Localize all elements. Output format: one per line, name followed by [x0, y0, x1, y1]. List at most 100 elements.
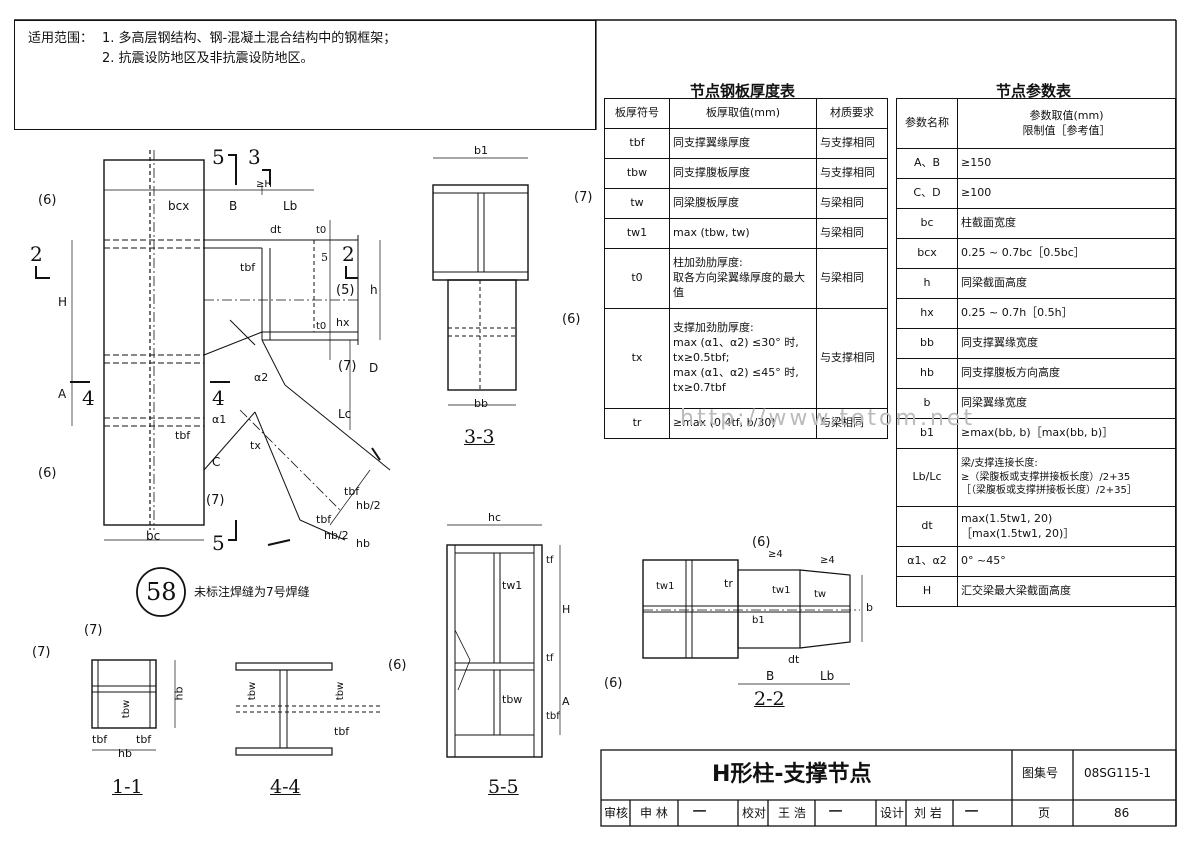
dim-label: Lc — [338, 407, 352, 421]
section-number: 4 — [82, 386, 95, 410]
weld-note: 未标注焊缝为7号焊缝 — [194, 585, 310, 599]
dim-label: α1 — [212, 413, 227, 426]
dim-label: tbf — [344, 485, 360, 498]
atlas-label: 图集号 — [1022, 766, 1059, 780]
plate-cell: 与支撑相同 — [816, 128, 888, 159]
weld-symbol-5: (5) — [336, 283, 355, 298]
param-cell: ≥100 — [957, 178, 1176, 209]
plate-cell: 与梁相同 — [816, 408, 888, 439]
weld-number: 7 — [579, 190, 588, 205]
plate-cell: tbf — [604, 128, 670, 159]
weld-symbol-7: (7) — [32, 645, 51, 660]
dim-label: b1 — [752, 615, 765, 626]
section-number: 3 — [248, 145, 261, 169]
weld-number: 6 — [393, 658, 402, 673]
section-5-5-drawing — [446, 524, 561, 758]
dim-label: tbw — [247, 681, 259, 701]
param-table: 参数名称 参数取值(mm) 限制值［参考值］ A、B≥150 C、D≥100 b… — [896, 98, 1176, 607]
dim-label: hb/2 — [324, 529, 349, 542]
dim-label: dt — [270, 223, 282, 236]
weld-number: 6 — [43, 466, 52, 481]
plate-cell: 支撑加劲肋厚度: max (α1、α2) ≤30° 时, tx≥0.5tbf; … — [669, 308, 817, 409]
section-2-2-label: 2-2 — [754, 688, 785, 710]
review-label: 审核 — [604, 806, 629, 820]
dim-label: tbf — [316, 513, 332, 526]
dim-label: b1 — [474, 144, 488, 157]
section-number: 4 — [212, 386, 225, 410]
dim-label: Lb — [283, 199, 298, 213]
weld-number: 7 — [211, 493, 220, 508]
param-cell: α1、α2 — [896, 546, 958, 577]
dim-label: hc — [488, 511, 502, 524]
drawing-title: H形柱-支撑节点 — [712, 762, 872, 787]
page-number: 86 — [1114, 806, 1130, 820]
detail-circle — [136, 567, 186, 617]
plate-cell: t0 — [604, 248, 670, 309]
dim-label: b — [866, 601, 873, 614]
dim-label: B — [766, 669, 775, 683]
plate-table-title: 节点钢板厚度表 — [690, 82, 796, 100]
section-number: 2 — [30, 242, 43, 266]
dim-label: ≥4 — [820, 555, 835, 566]
param-cell: 同支撑翼缘宽度 — [957, 328, 1176, 359]
param-cell: 汇交梁最大梁截面高度 — [957, 576, 1176, 607]
dim-label: C — [212, 455, 221, 469]
plate-header-material: 材质要求 — [816, 98, 888, 129]
weld-symbol-6: (6) — [752, 535, 771, 550]
designer-name: 刘 岩 — [914, 806, 942, 820]
section-1-1-label: 1-1 — [112, 776, 143, 798]
section-number: 2 — [342, 242, 355, 266]
watermark: http://www.totom.net — [680, 406, 976, 431]
section-4-4-label: 4-4 — [270, 776, 301, 798]
param-cell: dt — [896, 506, 958, 547]
design-label: 设计 — [880, 806, 905, 820]
reviewer-signature: ー — [690, 802, 707, 821]
param-cell: 柱截面宽度 — [957, 208, 1176, 239]
dim-label: t0 — [316, 225, 327, 236]
dim-label: tf — [546, 555, 554, 566]
param-cell: 同梁截面高度 — [957, 268, 1176, 299]
weld-number: 6 — [757, 535, 766, 550]
weld-symbol-7: (7) — [338, 359, 357, 374]
dim-label: tf — [546, 653, 554, 664]
dim-label: hb — [356, 537, 370, 550]
dim-label: tw1 — [656, 581, 675, 592]
param-cell: 同支撑腹板方向高度 — [957, 358, 1176, 389]
param-header-value: 参数取值(mm) 限制值［参考值］ — [957, 98, 1176, 149]
section-number: 5 — [212, 531, 225, 555]
dim-label: tbw — [335, 681, 347, 701]
weld-number: 6 — [43, 193, 52, 208]
dim-label: bcx — [168, 199, 190, 213]
plate-cell: 柱加劲肋厚度: 取各方向梁翼缘厚度的最大值 — [669, 248, 817, 309]
dim-label: Lb — [820, 669, 835, 683]
weld-symbol-6: (6) — [38, 466, 57, 481]
dim-label: tbf — [240, 261, 256, 274]
section-4-4-drawing — [235, 662, 380, 756]
weld-number: 5 — [341, 283, 350, 298]
param-cell: Lb/Lc — [896, 448, 958, 507]
dim-label: tw1 — [502, 579, 523, 592]
checker-name: 王 浩 — [778, 806, 806, 820]
dim-label: bb — [474, 397, 488, 410]
dim-label: ≥H — [256, 179, 272, 190]
dim-label: tr — [724, 577, 733, 590]
weld-symbol-6: (6) — [388, 658, 407, 673]
section-1-1-drawing — [91, 659, 176, 751]
checker-signature: ー — [826, 802, 843, 821]
weld-symbol-6: (6) — [38, 193, 57, 208]
weld-number: 6 — [567, 312, 576, 327]
dim-label: hb — [172, 686, 186, 701]
title-block-lines — [600, 749, 1177, 827]
detail-number: 58 — [146, 578, 177, 606]
param-cell: H — [896, 576, 958, 607]
weld-symbol-7: (7) — [574, 190, 593, 205]
dim-label: t0 — [316, 321, 327, 332]
plate-cell: 同梁腹板厚度 — [669, 188, 817, 219]
dim-label: tw — [814, 589, 827, 600]
section-3-3-drawing — [432, 157, 529, 406]
param-table-title: 节点参数表 — [996, 82, 1072, 100]
plate-cell: ≥max (0.4tf, b/30) — [669, 408, 817, 439]
